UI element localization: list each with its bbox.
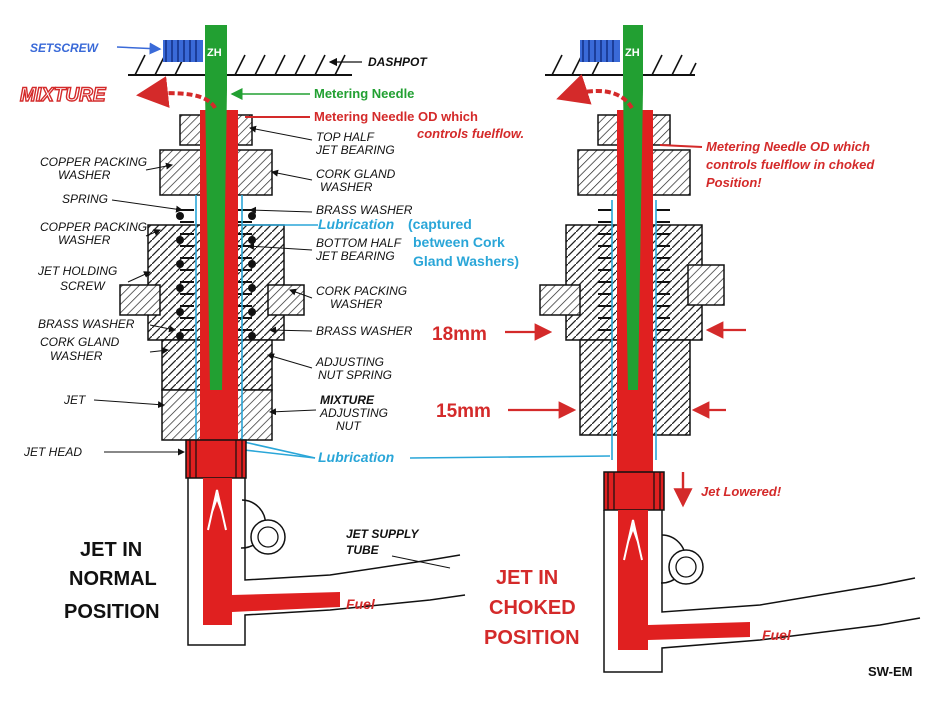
- part-label: CORK GLAND: [40, 335, 120, 349]
- choked-od-label-line2: controls fuelflow in choked: [706, 157, 875, 172]
- jet-head-choked: [603, 471, 665, 511]
- part-label: JET BEARING: [315, 143, 395, 157]
- part-label: WASHER: [58, 168, 111, 182]
- needle-zh-label: ZH: [207, 47, 222, 59]
- dashpot-label: DASHPOT: [368, 55, 428, 69]
- needle-zh-label-choked: ZH: [625, 47, 640, 59]
- left-leader-lines: [93, 162, 185, 456]
- part-label: ADJUSTING: [319, 406, 388, 420]
- jet-supply-tube-label-line2: TUBE: [346, 543, 380, 557]
- lubrication-bottom-label: Lubrication: [318, 449, 394, 465]
- dimension-18mm: 18mm: [432, 324, 487, 345]
- caption-normal-line2: NORMAL: [69, 568, 157, 590]
- part-label: NUT: [336, 419, 362, 433]
- part-label: BRASS WASHER: [316, 324, 413, 338]
- part-label: MIXTURE: [320, 393, 375, 407]
- right-leader-lines: [247, 125, 317, 416]
- setscrew-icon: [163, 40, 203, 62]
- caption-normal-line1: JET IN: [80, 539, 142, 561]
- part-label: WASHER: [330, 297, 383, 311]
- jet-supply-tube: [187, 478, 466, 646]
- fuel-label-choked: Fuel: [762, 627, 792, 643]
- fuel-label: Fuel: [346, 596, 376, 612]
- part-label: BOTTOM HALF: [316, 236, 402, 250]
- part-label: CORK PACKING: [316, 284, 407, 298]
- caption-choked-line2: CHOKED: [489, 597, 576, 619]
- part-label: COPPER PACKING: [40, 220, 147, 234]
- mixture-label: MIXTURE: [20, 85, 107, 106]
- right-part-labels: TOP HALF JET BEARING CORK GLAND WASHER B…: [315, 130, 413, 433]
- part-label: ADJUSTING: [315, 355, 384, 369]
- part-label: COPPER PACKING: [40, 155, 147, 169]
- part-label: TOP HALF: [316, 130, 375, 144]
- caption-choked-line1: JET IN: [496, 567, 558, 589]
- part-label: JET HOLDING: [37, 264, 117, 278]
- lubrication-label-line3: Gland Washers): [413, 253, 519, 269]
- metering-needle: [205, 25, 227, 390]
- needle-od-label-line1: Metering Needle OD which: [314, 109, 478, 124]
- part-label: JET BEARING: [315, 249, 395, 263]
- setscrew-choked-icon: [580, 40, 620, 62]
- dimension-15mm: 15mm: [436, 401, 491, 422]
- caption-normal-line3: POSITION: [64, 601, 160, 623]
- part-label: BRASS WASHER: [38, 317, 135, 331]
- needle-od-label-line2: controls fuelflow.: [417, 126, 524, 141]
- jet-lowered-label: Jet Lowered!: [701, 484, 782, 499]
- metering-needle-choked: [623, 25, 643, 390]
- jet-head: [185, 439, 247, 479]
- lubrication-lines-choked: [611, 200, 657, 460]
- normal-position-assembly: ZH SETSCREW DASHPOT MIXTURE Metering Nee…: [19, 25, 611, 646]
- left-part-labels: COPPER PACKING WASHER SPRING COPPER PACK…: [23, 155, 147, 459]
- part-label: SCREW: [60, 279, 106, 293]
- setscrew-label: SETSCREW: [30, 41, 100, 55]
- mixture-flow-arrow-choked: [556, 74, 634, 110]
- mixture-flow-arrow: [136, 76, 217, 110]
- lubrication-label-rest: (captured: [408, 216, 472, 232]
- dashpot-surface-choked: [545, 54, 697, 76]
- lubrication-lines: [195, 195, 611, 459]
- part-label: NUT SPRING: [318, 368, 392, 382]
- caption-choked-line3: POSITION: [484, 627, 580, 649]
- choked-od-label-line1: Metering Needle OD which: [706, 139, 870, 154]
- lubrication-label: Lubrication: [318, 216, 394, 232]
- part-label: WASHER: [58, 233, 111, 247]
- lubrication-label-line2: between Cork: [413, 234, 505, 250]
- jet-supply-tube-label-line1: JET SUPPLY: [346, 527, 419, 541]
- part-label: CORK GLAND: [316, 167, 396, 181]
- part-label: WASHER: [320, 180, 373, 194]
- part-label: JET: [63, 393, 87, 407]
- credit-label: SW-EM: [868, 664, 913, 679]
- part-label: BRASS WASHER: [316, 203, 413, 217]
- jet-supply-tube-choked: [603, 510, 921, 673]
- part-label: SPRING: [62, 192, 108, 206]
- metering-needle-label: Metering Needle: [314, 86, 414, 101]
- choked-od-label-line3: Position!: [706, 175, 762, 190]
- dashpot-surface: [128, 54, 352, 76]
- part-label: JET HEAD: [23, 445, 82, 459]
- part-label: WASHER: [50, 349, 103, 363]
- choked-position-assembly: ZH Metering Needle OD which controls fue…: [432, 25, 921, 673]
